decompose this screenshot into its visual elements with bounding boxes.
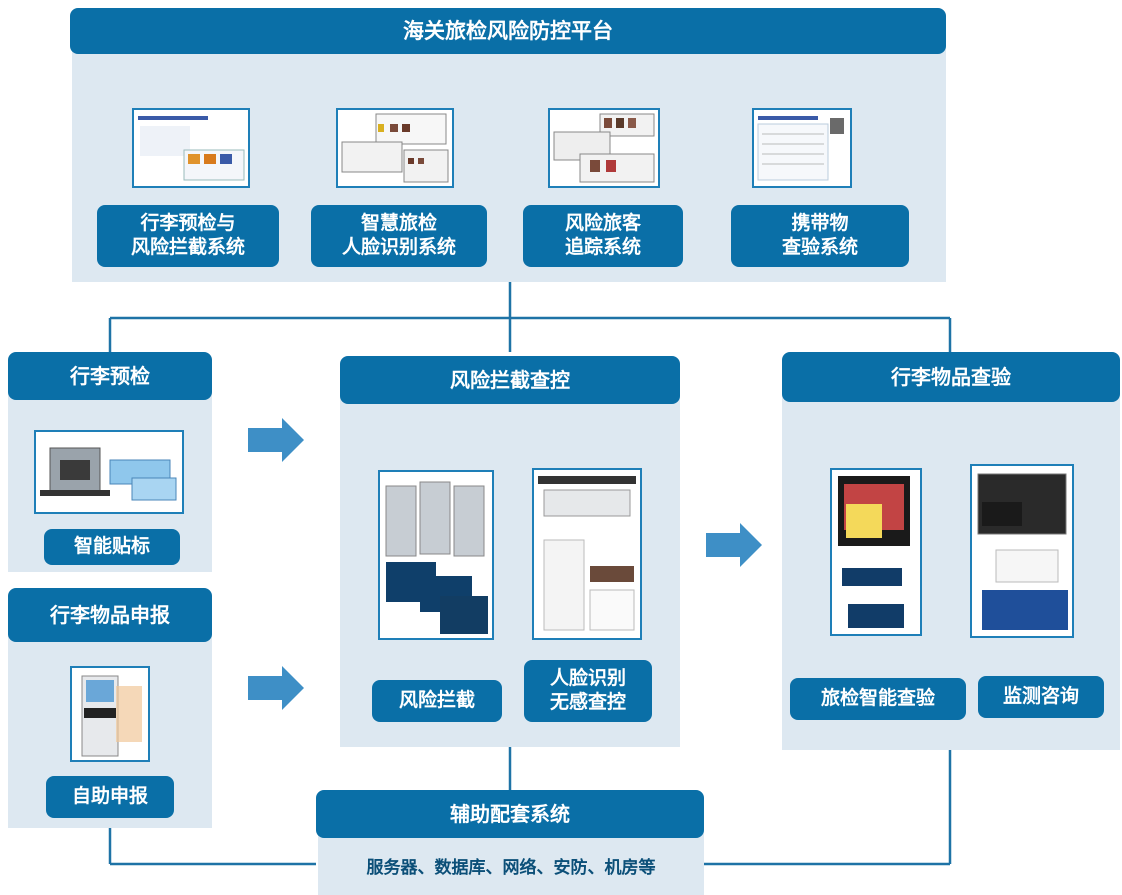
system-screenshot-baggage [132, 108, 250, 188]
interception-gate-image [378, 470, 494, 640]
support-panel [318, 830, 704, 895]
self-declaration-button[interactable]: 自助申报 [46, 776, 174, 818]
self-declaration-kiosk-image [70, 666, 150, 762]
smart-inspection-button[interactable]: 旅检智能查验 [790, 678, 966, 720]
right-arrow-icon [248, 666, 304, 710]
right-title: 行李物品查验 [782, 352, 1120, 402]
system-screenshot-face [336, 108, 454, 188]
monitoring-device-image [970, 464, 1074, 638]
system-risk-passenger-tracking[interactable]: 风险旅客 追踪系统 [523, 205, 683, 267]
support-title: 辅助配套系统 [316, 790, 704, 838]
left-top-title: 行李预检 [8, 352, 212, 400]
face-recognition-control-button[interactable]: 人脸识别 无感查控 [524, 660, 652, 722]
system-face-recognition[interactable]: 智慧旅检 人脸识别系统 [311, 205, 487, 267]
platform-title: 海关旅检风险防控平台 [70, 8, 946, 54]
system-baggage-risk-interception[interactable]: 行李预检与 风险拦截系统 [97, 205, 279, 267]
system-screenshot-tracking [548, 108, 660, 188]
center-title: 风险拦截查控 [340, 356, 680, 404]
system-screenshot-inspection [752, 108, 852, 188]
support-details: 服务器、数据库、网络、安防、机房等 [366, 857, 656, 878]
left-bottom-title: 行李物品申报 [8, 588, 212, 642]
right-arrow-icon [706, 523, 762, 567]
smart-tagging-button[interactable]: 智能贴标 [44, 529, 180, 565]
monitoring-consultation-button[interactable]: 监测咨询 [978, 676, 1104, 718]
face-recognition-gate-image [532, 468, 642, 640]
risk-interception-button[interactable]: 风险拦截 [372, 680, 502, 722]
system-carried-items-inspection[interactable]: 携带物 查验系统 [731, 205, 909, 267]
baggage-scanner-image [34, 430, 184, 514]
right-arrow-icon [248, 418, 304, 462]
smart-inspection-station-image [830, 468, 922, 636]
